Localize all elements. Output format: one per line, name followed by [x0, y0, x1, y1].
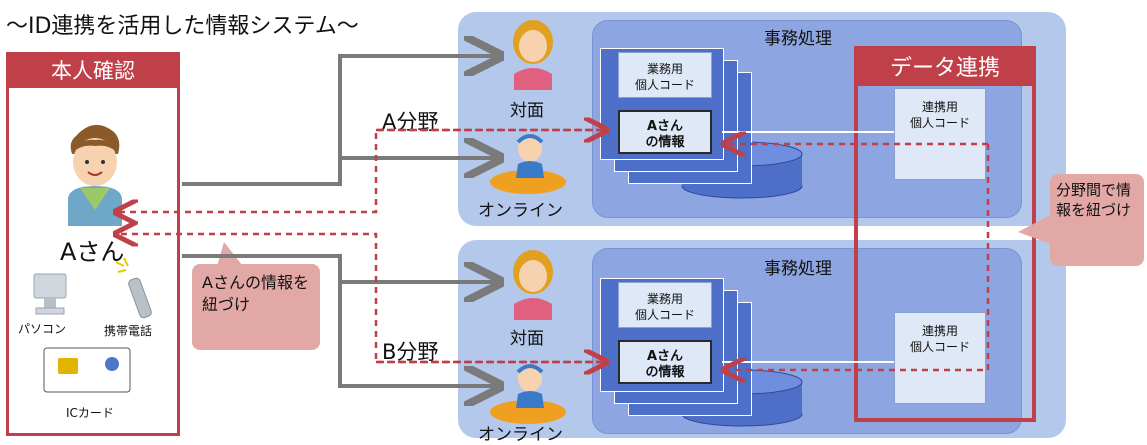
identity-header: 本人確認 — [6, 52, 180, 88]
online-label-b: オンライン — [478, 425, 563, 445]
ic-card-icon — [43, 347, 131, 393]
mobile-phone-icon — [115, 257, 152, 319]
office-title-a: 事務処理 — [764, 29, 832, 49]
counter-label-a: 対面 — [510, 101, 544, 121]
data-link-callout: 分野間で情報を紐づけ — [1050, 174, 1144, 266]
pc-label: パソコン — [18, 322, 67, 336]
identity-callout: Aさんの情報を紐づけ — [192, 264, 320, 350]
phone-label: 携帯電話 — [104, 324, 153, 338]
right-callout-pointer — [1018, 212, 1056, 246]
pc-icon — [33, 273, 67, 315]
person-icon — [68, 124, 122, 226]
person-info-box-a: Aさん の情報 — [618, 110, 712, 154]
online-label-a: オンライン — [478, 201, 563, 221]
field-label-b: B分野 — [382, 340, 439, 364]
online-operator-icon-b — [490, 364, 566, 424]
business-code-box-b: 業務用 個人コード — [618, 282, 712, 328]
person-info-box-b: Aさん の情報 — [618, 340, 712, 384]
link-code-box-b: 連携用 個人コード — [894, 312, 986, 404]
link-code-box-a: 連携用 個人コード — [894, 88, 986, 180]
business-code-box-a: 業務用 個人コード — [618, 52, 712, 98]
counter-staff-icon-b — [513, 250, 553, 320]
data-link-header: データ連携 — [854, 46, 1036, 86]
online-operator-icon-a — [490, 134, 566, 194]
counter-staff-icon-a — [513, 20, 553, 90]
counter-label-b: 対面 — [510, 329, 544, 349]
office-title-b: 事務処理 — [764, 259, 832, 279]
page-title: ～ID連携を活用した情報システム～ — [6, 14, 359, 39]
ic-card-label: ICカード — [66, 406, 114, 420]
